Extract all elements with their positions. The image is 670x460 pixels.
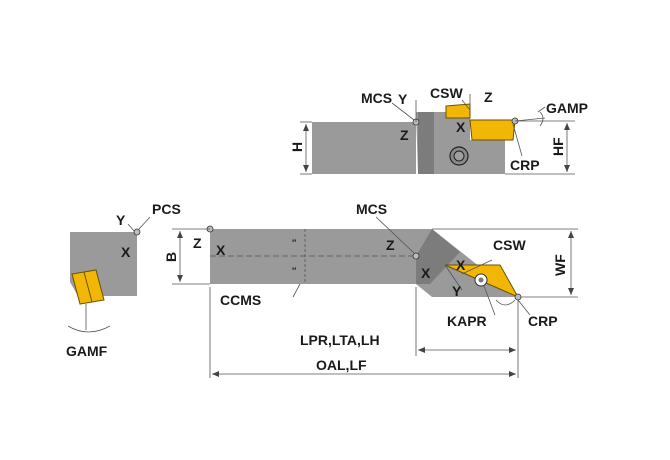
top-z-axis-label: Z [484,89,493,105]
main-view: ″ ″ [172,216,578,378]
main-z-label: Z [386,237,395,253]
main-x-left-label: X [216,242,226,258]
top-x-label: X [456,119,466,135]
main-mcs-label: MCS [356,201,387,217]
top-head-face [418,112,434,174]
main-shank [210,229,416,284]
main-csw-label: CSW [493,237,526,253]
end-gamf-label: GAMF [66,343,108,359]
main-ccms-label: CCMS [220,292,261,308]
top-gamp-label: GAMP [546,100,588,116]
main-lpr-label: LPR,LTA,LH [300,332,380,348]
end-y-label: Y [116,212,126,228]
main-kapr-label: KAPR [447,313,487,329]
top-insert-tip [469,119,516,141]
main-labels: Z X B MCS Z X CSW X Y WF CCMS KAPR CRP L… [163,201,568,373]
main-crp-point [514,293,522,301]
top-labels: MCS Y CSW Z GAMP Z X H CRP HF [289,85,588,173]
svg-text:″: ″ [292,266,297,276]
main-head-shade [416,229,460,284]
main-wf-label: WF [552,254,568,276]
top-hf-label: HF [550,137,566,156]
main-mcs-point [412,252,420,260]
main-y-insert-label: Y [452,283,462,299]
svg-text:″: ″ [292,238,297,248]
main-x-label: X [421,265,431,281]
end-x-label: X [121,244,131,260]
top-insert [445,103,471,119]
end-labels: Y PCS X GAMF [66,201,181,359]
top-csw-label: CSW [430,85,463,101]
top-z-label: Z [400,127,409,143]
top-view [300,94,575,175]
main-x-insert-label: X [456,257,466,273]
main-oal-label: OAL,LF [316,357,367,373]
top-crp-label: CRP [510,157,540,173]
top-y-label: Y [398,91,408,107]
end-pcs-label: PCS [152,201,181,217]
top-head-body [416,112,505,174]
main-crp-label: CRP [528,313,558,329]
top-h-label: H [289,142,305,152]
top-shank-body [312,122,416,174]
top-mcs-label: MCS [361,90,392,106]
end-pcs-point [133,228,141,236]
main-b-label: B [163,252,179,262]
end-view [67,216,151,333]
main-z-left-label: Z [193,235,202,251]
